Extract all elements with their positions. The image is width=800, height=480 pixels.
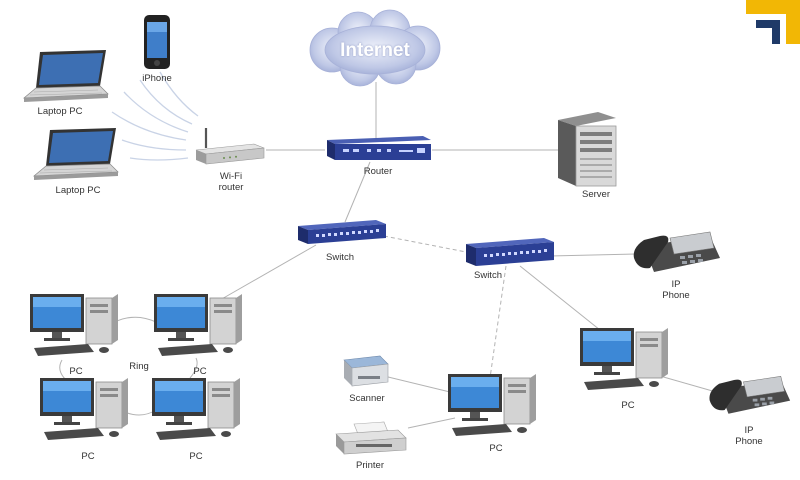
laptop-top (20, 50, 110, 104)
cloud-icon (309, 9, 441, 87)
printer-label: Printer (356, 460, 384, 471)
ring-pc-3-label: PC (81, 451, 95, 462)
scanner-icon (343, 355, 389, 387)
link-switch-right-pc (519, 265, 601, 331)
ring-label: Ring (129, 361, 149, 372)
wifi-router (194, 126, 266, 166)
corner-decoration (746, 0, 800, 44)
pc-right (578, 326, 670, 396)
pc-center (446, 372, 538, 442)
ring-link-right (189, 357, 198, 379)
link-scanner-pc (383, 375, 451, 393)
link-switch-ipphone (549, 253, 637, 257)
link-router-switch (344, 161, 371, 223)
ip-phone-bottom (706, 372, 792, 418)
printer-icon (335, 421, 407, 455)
switch-icon (298, 220, 386, 244)
iphone (143, 14, 171, 70)
ring-pc-1 (28, 292, 120, 362)
switch-right-label: Switch (474, 270, 502, 281)
link-switch-ring-pc (219, 244, 317, 301)
switch-icon (466, 238, 554, 266)
scanner-label: Scanner (349, 393, 385, 404)
desktop-pc-icon (580, 328, 668, 390)
ip-phone-icon (709, 375, 791, 414)
ip-phone-top-label: IP Phone (662, 279, 690, 301)
switch-left-label: Switch (326, 252, 354, 263)
laptop-bottom (30, 128, 120, 182)
printer (334, 421, 408, 456)
internet-cloud (300, 9, 450, 88)
link-switch-switch (383, 235, 467, 253)
link-switch-center-pc (489, 265, 507, 379)
router (323, 136, 433, 162)
ip-phone-icon (633, 231, 720, 272)
desktop-pc-icon (152, 378, 240, 440)
wifi-router-icon (195, 128, 265, 165)
internet-label: Internet (340, 40, 410, 61)
laptop-icon (32, 128, 119, 180)
pc-right-label: PC (621, 400, 635, 411)
ring-pc-4-label: PC (189, 451, 203, 462)
scanner (342, 354, 390, 390)
pc-center-label: PC (489, 443, 503, 454)
wifi-router-label: Wi-Fi router (218, 171, 244, 193)
ring-pc-2-label: PC (193, 366, 207, 377)
router-label: Router (363, 166, 393, 177)
link-printer-pc (407, 417, 456, 429)
ip-phone-bottom-label: IP Phone (735, 425, 763, 447)
smartphone-icon (144, 15, 170, 69)
router-icon (327, 136, 431, 160)
switch-left (294, 220, 388, 246)
ip-phone-top (630, 228, 722, 276)
ring-pc-2 (152, 292, 244, 362)
server-icon (558, 112, 617, 187)
ring-pc-1-label: PC (69, 366, 83, 377)
ring-pc-3 (38, 376, 130, 446)
laptop-bottom-label: Laptop PC (55, 185, 101, 196)
wireless-waves (111, 71, 199, 161)
desktop-pc-icon (40, 378, 128, 440)
server (556, 112, 618, 188)
server-label: Server (582, 189, 610, 200)
desktop-pc-icon (154, 294, 242, 356)
desktop-pc-icon (30, 294, 118, 356)
desktop-pc-icon (448, 374, 536, 436)
ring-pc-4 (150, 376, 242, 446)
switch-right (462, 238, 556, 268)
iphone-label: iPhone (142, 73, 172, 84)
link-right-pc-ipphone (659, 375, 717, 393)
laptop-top-label: Laptop PC (37, 106, 83, 117)
laptop-icon (22, 50, 109, 102)
